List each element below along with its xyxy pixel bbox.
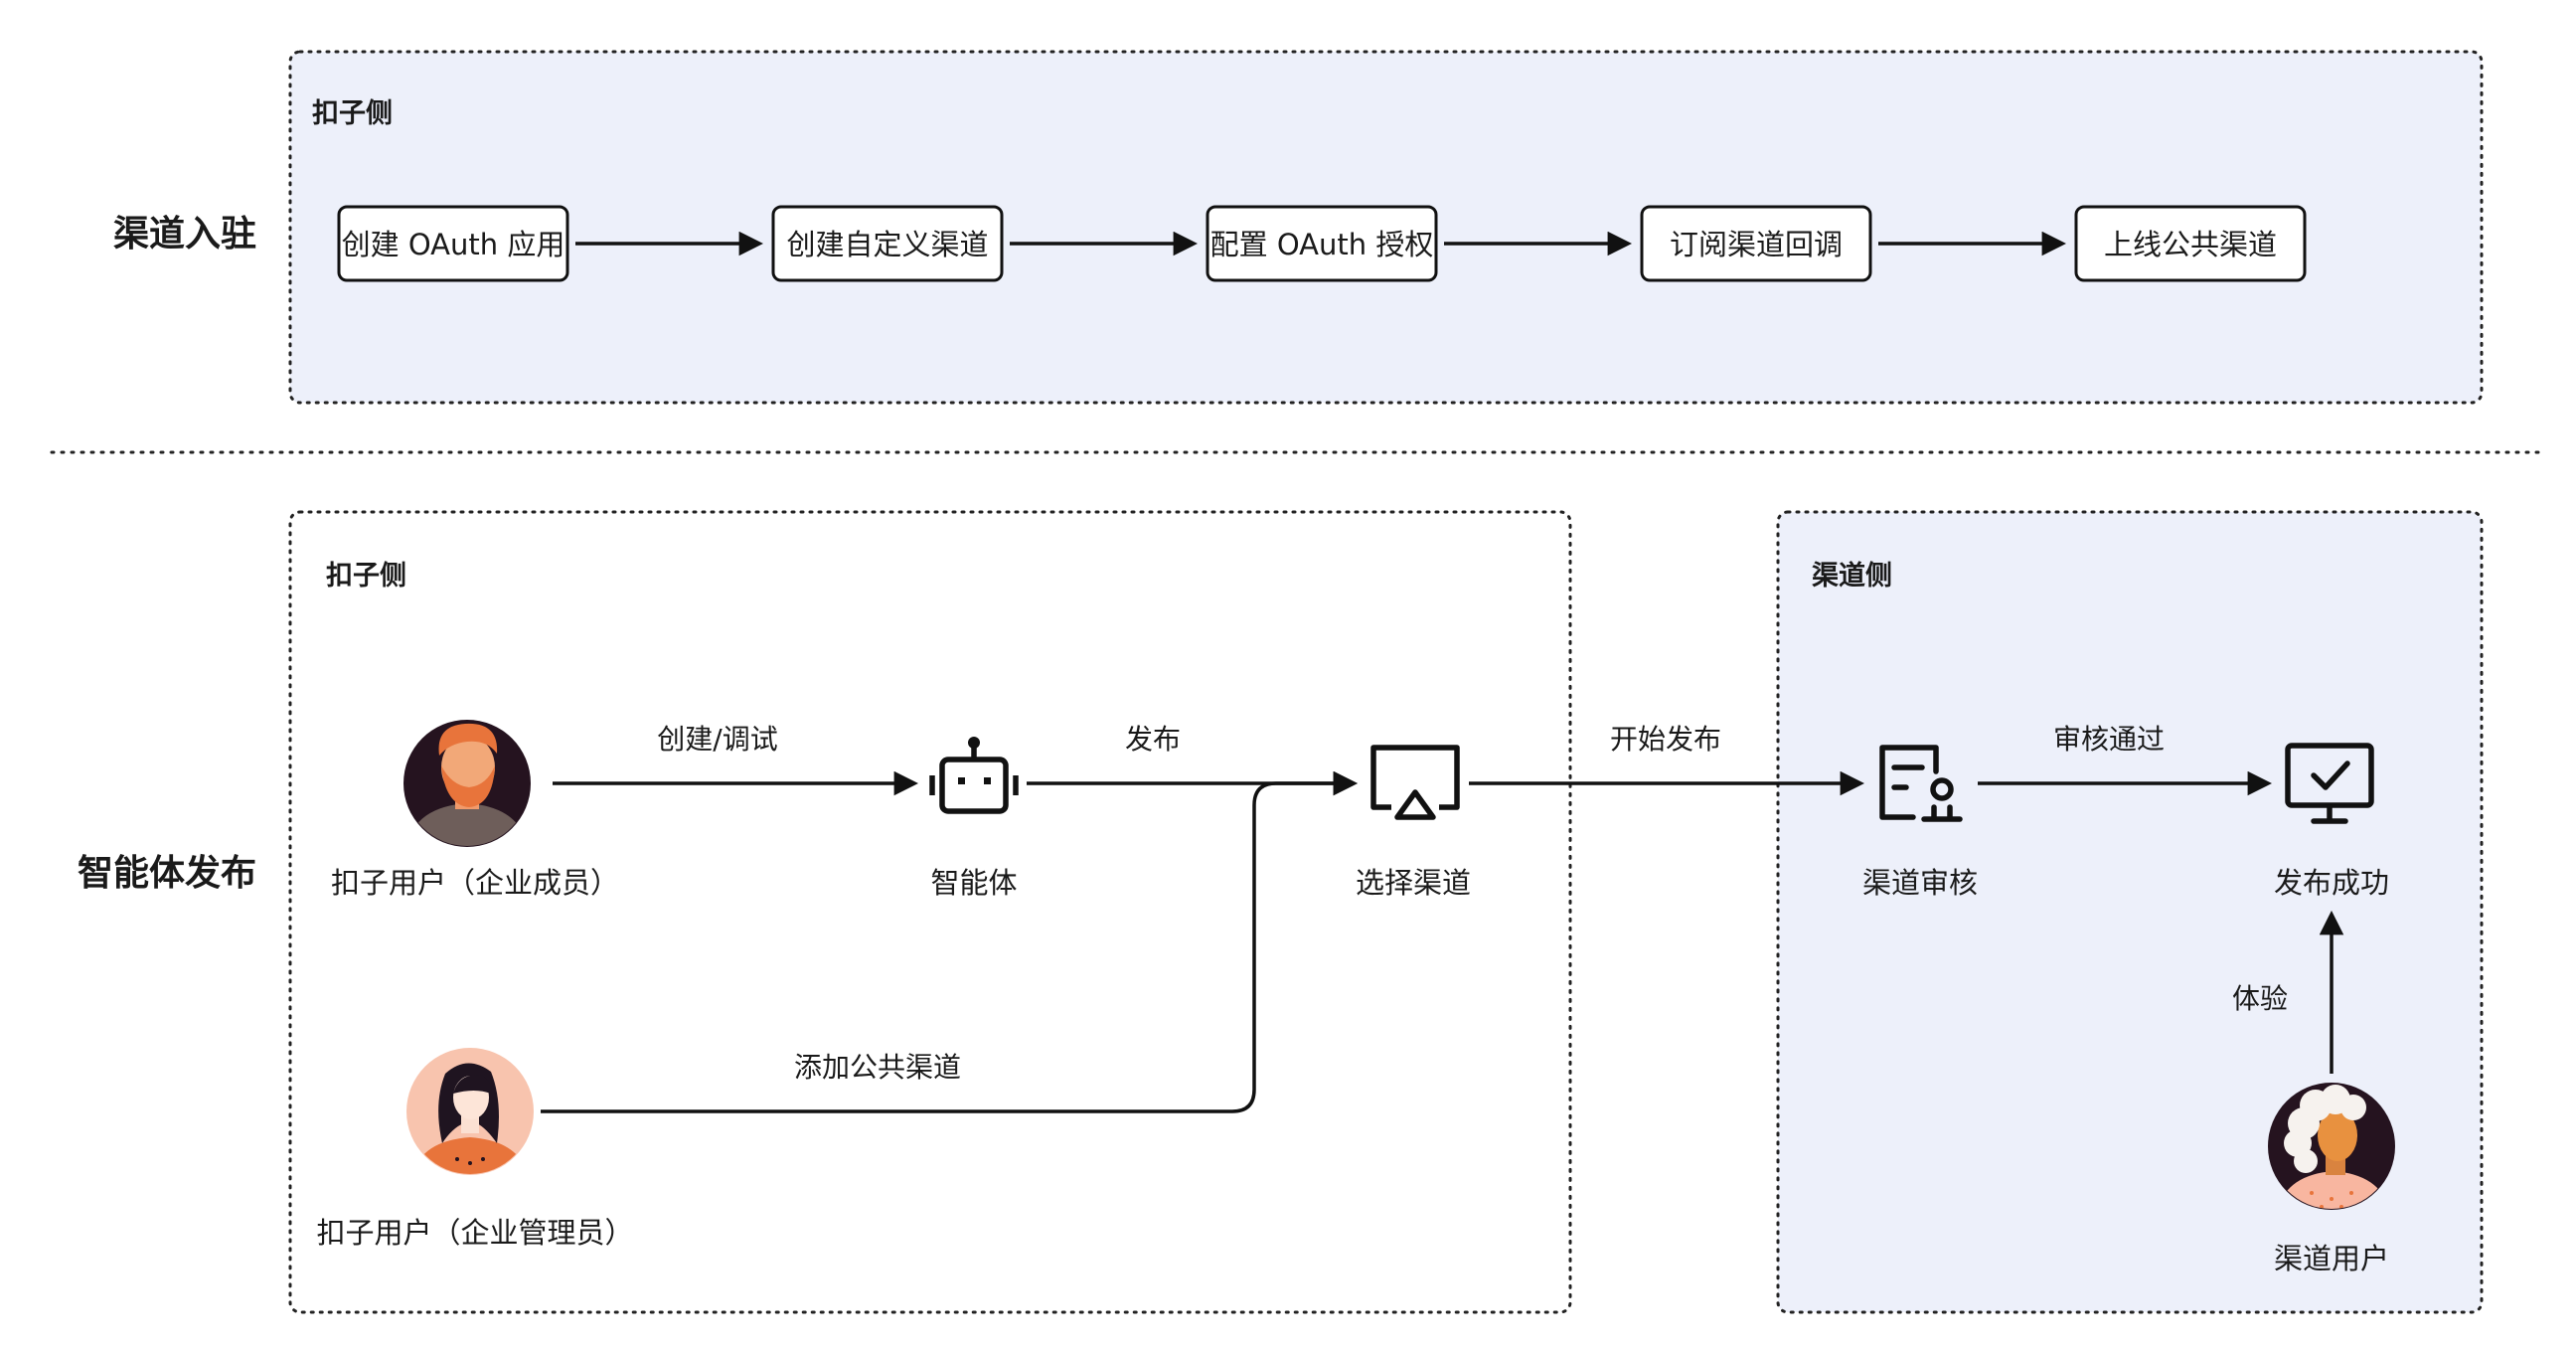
node-success-label: 发布成功 bbox=[2274, 866, 2389, 900]
channel-side-label: 渠道侧 bbox=[1812, 560, 1892, 592]
edge-experience-label: 体验 bbox=[2232, 982, 2288, 1015]
node-success: 发布成功 bbox=[2274, 743, 2389, 900]
onboarding-step-label: 订阅渠道回调 bbox=[1670, 228, 1843, 261]
node-member-label: 扣子用户（企业成员） bbox=[331, 866, 619, 900]
onboarding-step: 创建 OAuth 应用 bbox=[337, 205, 569, 282]
onboarding-step: 订阅渠道回调 bbox=[1640, 205, 1872, 282]
node-admin-label: 扣子用户（企业管理员） bbox=[316, 1216, 633, 1250]
node-channel-user-label: 渠道用户 bbox=[2274, 1242, 2389, 1275]
onboarding-step: 配置 OAuth 授权 bbox=[1206, 205, 1438, 282]
onboarding-group-label: 扣子侧 bbox=[312, 98, 393, 129]
edge-add-public-channel-label: 添加公共渠道 bbox=[794, 1051, 961, 1084]
node-agent: 智能体 bbox=[929, 737, 1019, 900]
node-channel-user: 渠道用户 bbox=[2268, 1083, 2395, 1275]
node-agent-label: 智能体 bbox=[930, 866, 1017, 900]
edge-start-publish-label: 开始发布 bbox=[1610, 723, 1721, 756]
edge-add-public-channel bbox=[541, 770, 1359, 1113]
node-select-channel: 选择渠道 bbox=[1356, 745, 1471, 900]
edge-review-passed-label: 审核通过 bbox=[2053, 723, 2165, 756]
node-review-label: 渠道审核 bbox=[1862, 866, 1978, 900]
avatar-bearded-man-icon bbox=[403, 720, 531, 847]
onboarding-step-label: 配置 OAuth 授权 bbox=[1210, 228, 1434, 261]
node-admin: 扣子用户（企业管理员） bbox=[316, 1048, 634, 1250]
onboarding-step-label: 创建自定义渠道 bbox=[786, 228, 988, 261]
review-document-icon bbox=[1879, 745, 1963, 822]
onboarding-step: 创建自定义渠道 bbox=[771, 205, 1004, 282]
node-select-channel-label: 选择渠道 bbox=[1356, 866, 1471, 900]
edge-create-debug-label: 创建/调试 bbox=[657, 723, 777, 756]
node-member: 扣子用户（企业成员） bbox=[331, 720, 619, 900]
onboarding-section-title: 渠道入驻 bbox=[113, 214, 256, 254]
monitor-check-icon bbox=[2285, 743, 2374, 824]
edge-publish-label: 发布 bbox=[1125, 723, 1181, 756]
screencast-icon bbox=[1370, 745, 1460, 820]
robot-icon bbox=[929, 737, 1019, 814]
coze-side-label: 扣子侧 bbox=[326, 561, 406, 592]
onboarding-step-label: 创建 OAuth 应用 bbox=[342, 228, 565, 261]
channel-side-panel: 渠道侧 bbox=[1776, 510, 2484, 1314]
onboarding-step: 上线公共渠道 bbox=[2074, 205, 2307, 282]
publish-section-title: 智能体发布 bbox=[78, 853, 256, 894]
coze-side-panel: 扣子侧 bbox=[288, 510, 1572, 1314]
node-review: 渠道审核 bbox=[1862, 745, 1978, 900]
onboarding-step-label: 上线公共渠道 bbox=[2104, 228, 2277, 261]
